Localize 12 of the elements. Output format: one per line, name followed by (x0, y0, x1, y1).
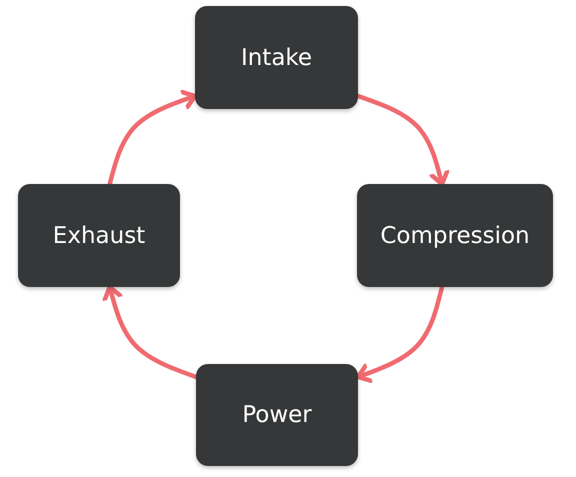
stage-box (357, 184, 553, 287)
stage-box (195, 6, 358, 109)
stage-box (18, 184, 180, 287)
stage-label: Compression (380, 222, 530, 248)
arrow (356, 94, 450, 186)
arrow (108, 90, 198, 186)
arrow (356, 284, 444, 383)
stage-label: Intake (240, 44, 312, 70)
stage-box (196, 364, 358, 466)
arrow (102, 284, 198, 380)
stage-label: Exhaust (52, 222, 146, 248)
stage-label: Power (242, 402, 312, 428)
